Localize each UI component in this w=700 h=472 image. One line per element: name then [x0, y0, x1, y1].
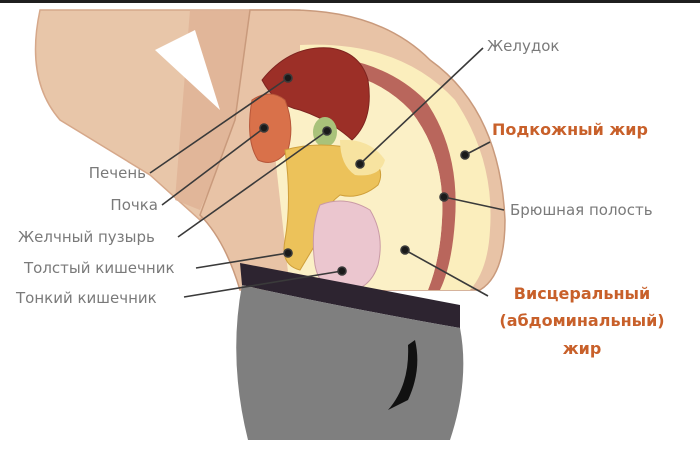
label-large-intestine: Толстый кишечник [24, 259, 175, 277]
kidney-shape [249, 93, 292, 163]
stomach-region [340, 139, 385, 176]
browser-tab-strip [0, 0, 700, 3]
label-visceral-fat-line1: Висцеральный [513, 284, 651, 303]
label-visceral-fat-line2: (абдоминальный) [499, 311, 665, 330]
label-stomach: Желудок [487, 37, 560, 55]
small-intestine-shape [312, 200, 381, 293]
label-abdominal-cavity: Брюшная полость [510, 201, 653, 219]
label-small-intestine: Тонкий кишечник [16, 289, 157, 307]
label-visceral-fat-line3: жир [562, 339, 602, 358]
arm-gap [155, 30, 220, 110]
label-subcutaneous-fat: Подкожный жир [492, 120, 648, 139]
label-liver: Печень [88, 164, 146, 182]
label-kidney: Почка [110, 196, 158, 214]
abdominal-wall [300, 55, 456, 290]
liver-shape [261, 47, 370, 141]
leader-lines [149, 47, 505, 298]
label-gallbladder: Желчный пузырь [18, 228, 155, 246]
pants-shape [236, 285, 464, 440]
pocket-seam [388, 340, 418, 410]
